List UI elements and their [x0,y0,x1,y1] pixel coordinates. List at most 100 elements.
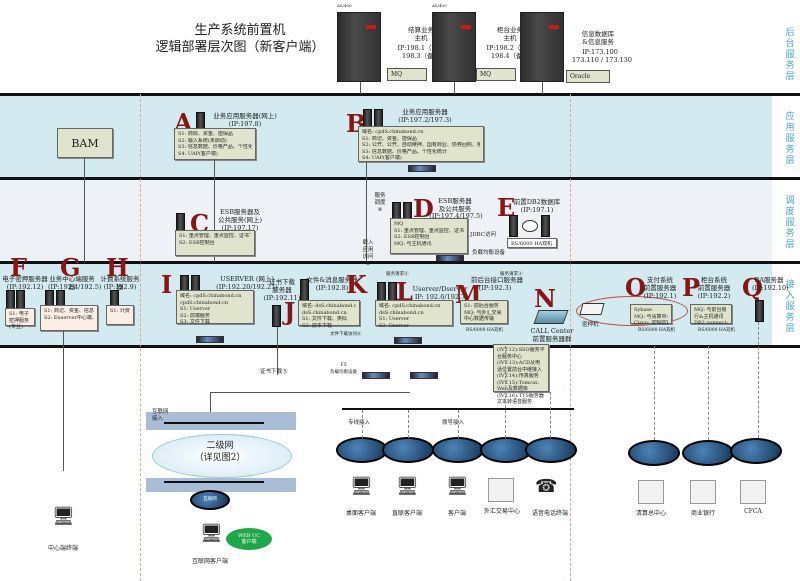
service-line: S1: 前后台服务 [464,303,499,309]
service-access-label: 服务请求② [386,272,409,277]
cloud-icon [525,437,577,463]
server-q-title: RA服务器 [754,276,784,284]
connector-line [454,82,455,94]
server-letter-j: J [284,297,296,326]
server-h-box: S1: 计费服务 [106,305,134,325]
server-letter-k: K [346,270,367,299]
jdbc-label: JDBC访问 [470,232,496,238]
divider-line [0,93,800,96]
terminal-label: 桌面客户端 [345,510,376,517]
server-o-box: Sybase MQ: 与清算中心连接 Cisco: 逻辑前置服务 [630,304,672,326]
service-line: S2: ESB控制台 [394,234,430,240]
server-tower-icon [272,305,281,327]
server-l-ip: IP: 192.6/192.7 [414,293,466,301]
host-name: 柜台业务 主机 [497,26,523,42]
service-line: S3: 文件下载 [180,319,210,325]
server-c-ip: (IP:197.17) [221,224,259,232]
server-e-ip: (IP:197.1) [520,206,554,214]
service-line: S2: 输入系统(未启动) [178,137,227,144]
service-line: (IVT.16):TTS服务器文本转语音服务 [497,392,544,406]
host-tag: MQ [387,68,427,81]
server-o-footer: RS/6000 HA双机 [638,328,676,333]
mainframe-icon [337,12,381,82]
diagram-title: 生产系统前置机 逻辑部署层次图（新客户端） [140,22,340,56]
server-tower-icon [541,215,550,237]
dial-up-label: 拨号接入 [442,420,465,426]
service-line: Cisco: 逻辑前置服务 [634,320,668,326]
zone-separator [140,94,141,581]
service-line: S2: 前端服务 [180,312,210,319]
cloud-icon [628,440,680,466]
server-b-box: 域名: cpdS.chinabond.cn S1: 商记、资金、担保品 S2: … [358,126,484,162]
load-balance-label: 负载均衡设备 [472,250,506,256]
divider-line [0,177,800,180]
server-e-box: RS/6000 HA双机 [507,238,557,248]
service-line: MQ: 与外汇交易中心数据传输 [464,309,502,323]
host-counter: AS/400 柜台业务 主机 IP:198.2（主） 198.4（备） MQ [432,2,534,82]
bus-line [164,481,264,483]
server-letter-d: D [413,194,434,223]
file-download-label: 文件下载访问⑥ [330,332,362,337]
service-line: S1: 文件下载、类似 [302,316,347,322]
service-line: 域名: cpdS.chinabond.cn [180,293,242,299]
pc-icon: 🖥 [396,476,419,497]
layer-label-scheduling: 调度服务层 [785,196,795,250]
encryptor-icon [579,303,605,315]
service-line: S1: 计费服务 [110,308,130,314]
cloud-icon [730,438,782,464]
cloud-icon [382,437,434,463]
server-m-ip: (IP:192.3) [478,284,512,292]
title-line-2: 逻辑部署层次图（新客户端） [155,40,325,55]
mainframe-icon [432,12,476,82]
service-line: S1: 商记、资金、担保品 [362,135,417,142]
server-i-title: USERVER (网上) [220,275,274,283]
highlight-ellipse [576,296,688,326]
server-a-title: 业务应用服务器(网上) [213,112,277,120]
phone-icon: ☎ [535,476,558,497]
server-k-ip: (IP:192.8) [315,284,349,292]
server-m-title: 前后台接口服务器 [471,276,523,284]
service-line: dsS.chinabond.cn [302,309,347,316]
connector-line [550,392,551,438]
host-ip: IP:173.100 [582,48,618,56]
service-access-label: 服务请求③ [500,272,523,277]
server-c-title: ESB服务器及 公共服务(网上) [217,208,263,224]
encryptor-label: 密押机 [582,322,599,328]
internet-label: 互联网 [203,497,217,502]
internet-cloud-icon [190,490,230,510]
service-line: RS/6000 HA双机 [511,241,553,247]
service-line: S2: 前本下载 [302,322,332,329]
server-o-title: 支付系统 前置服务器 [643,276,677,292]
pc-icon: 🖥 [350,476,373,497]
host-ip: 173.110 / 173.130 [571,56,633,64]
server-a-box: S1: 商标、资金、担保品 S2: 输入系统(未启动) S3: 信息数据、价格产… [174,128,256,160]
connector-line [214,160,215,262]
server-h-title: 计费系统服务器 [100,275,140,291]
connector-line [277,327,278,375]
server-n-box: (IVT.12):SSO服务平台服务中心 (IVT.13):ACD及电话位置前台… [493,344,549,405]
f5-label: F5 负载均衡设备 [330,363,357,375]
service-line: S3: 信息数据、价格产品、个性化统计 [362,148,447,155]
load-balancer-icon [362,372,390,379]
host-ip: IP:198.2（主） [486,44,534,52]
server-letter-g: G [60,253,81,282]
host-model: AS/400 [337,3,352,8]
service-line: 域名: cpdS.chinabond.cn [379,303,441,309]
service-line: S4: UAP(客户端) [362,155,402,161]
service-line: S2: Dserver [379,322,409,329]
cloud-icon [682,440,734,466]
service-line: Sybase [634,307,652,313]
server-i-ip: (IP:192.20/192.21) [216,283,278,291]
service-line: S1: 商记、资金、信息、证书驱、信息服务、业务监测 [44,308,94,314]
bam-box: BAM [57,128,113,158]
connector-line [362,410,363,438]
pc-icon: 🖥 [446,476,469,497]
service-line: (IVT.13):ACD及电话位置前台中继接入 [497,360,543,373]
terminal-label: 商业银行 [690,510,715,517]
server-tower-icon [509,215,518,237]
terminal-label: 清算总中心 [635,510,666,517]
service-line: (IVT.12):SSO服务平台服务中心 [497,347,545,360]
terminal-label: CFCA [744,508,762,515]
server-m-box: S1: 前后台服务 MQ: 与外汇交易中心数据传输 [460,300,508,324]
server-letter-l: L [396,277,413,306]
